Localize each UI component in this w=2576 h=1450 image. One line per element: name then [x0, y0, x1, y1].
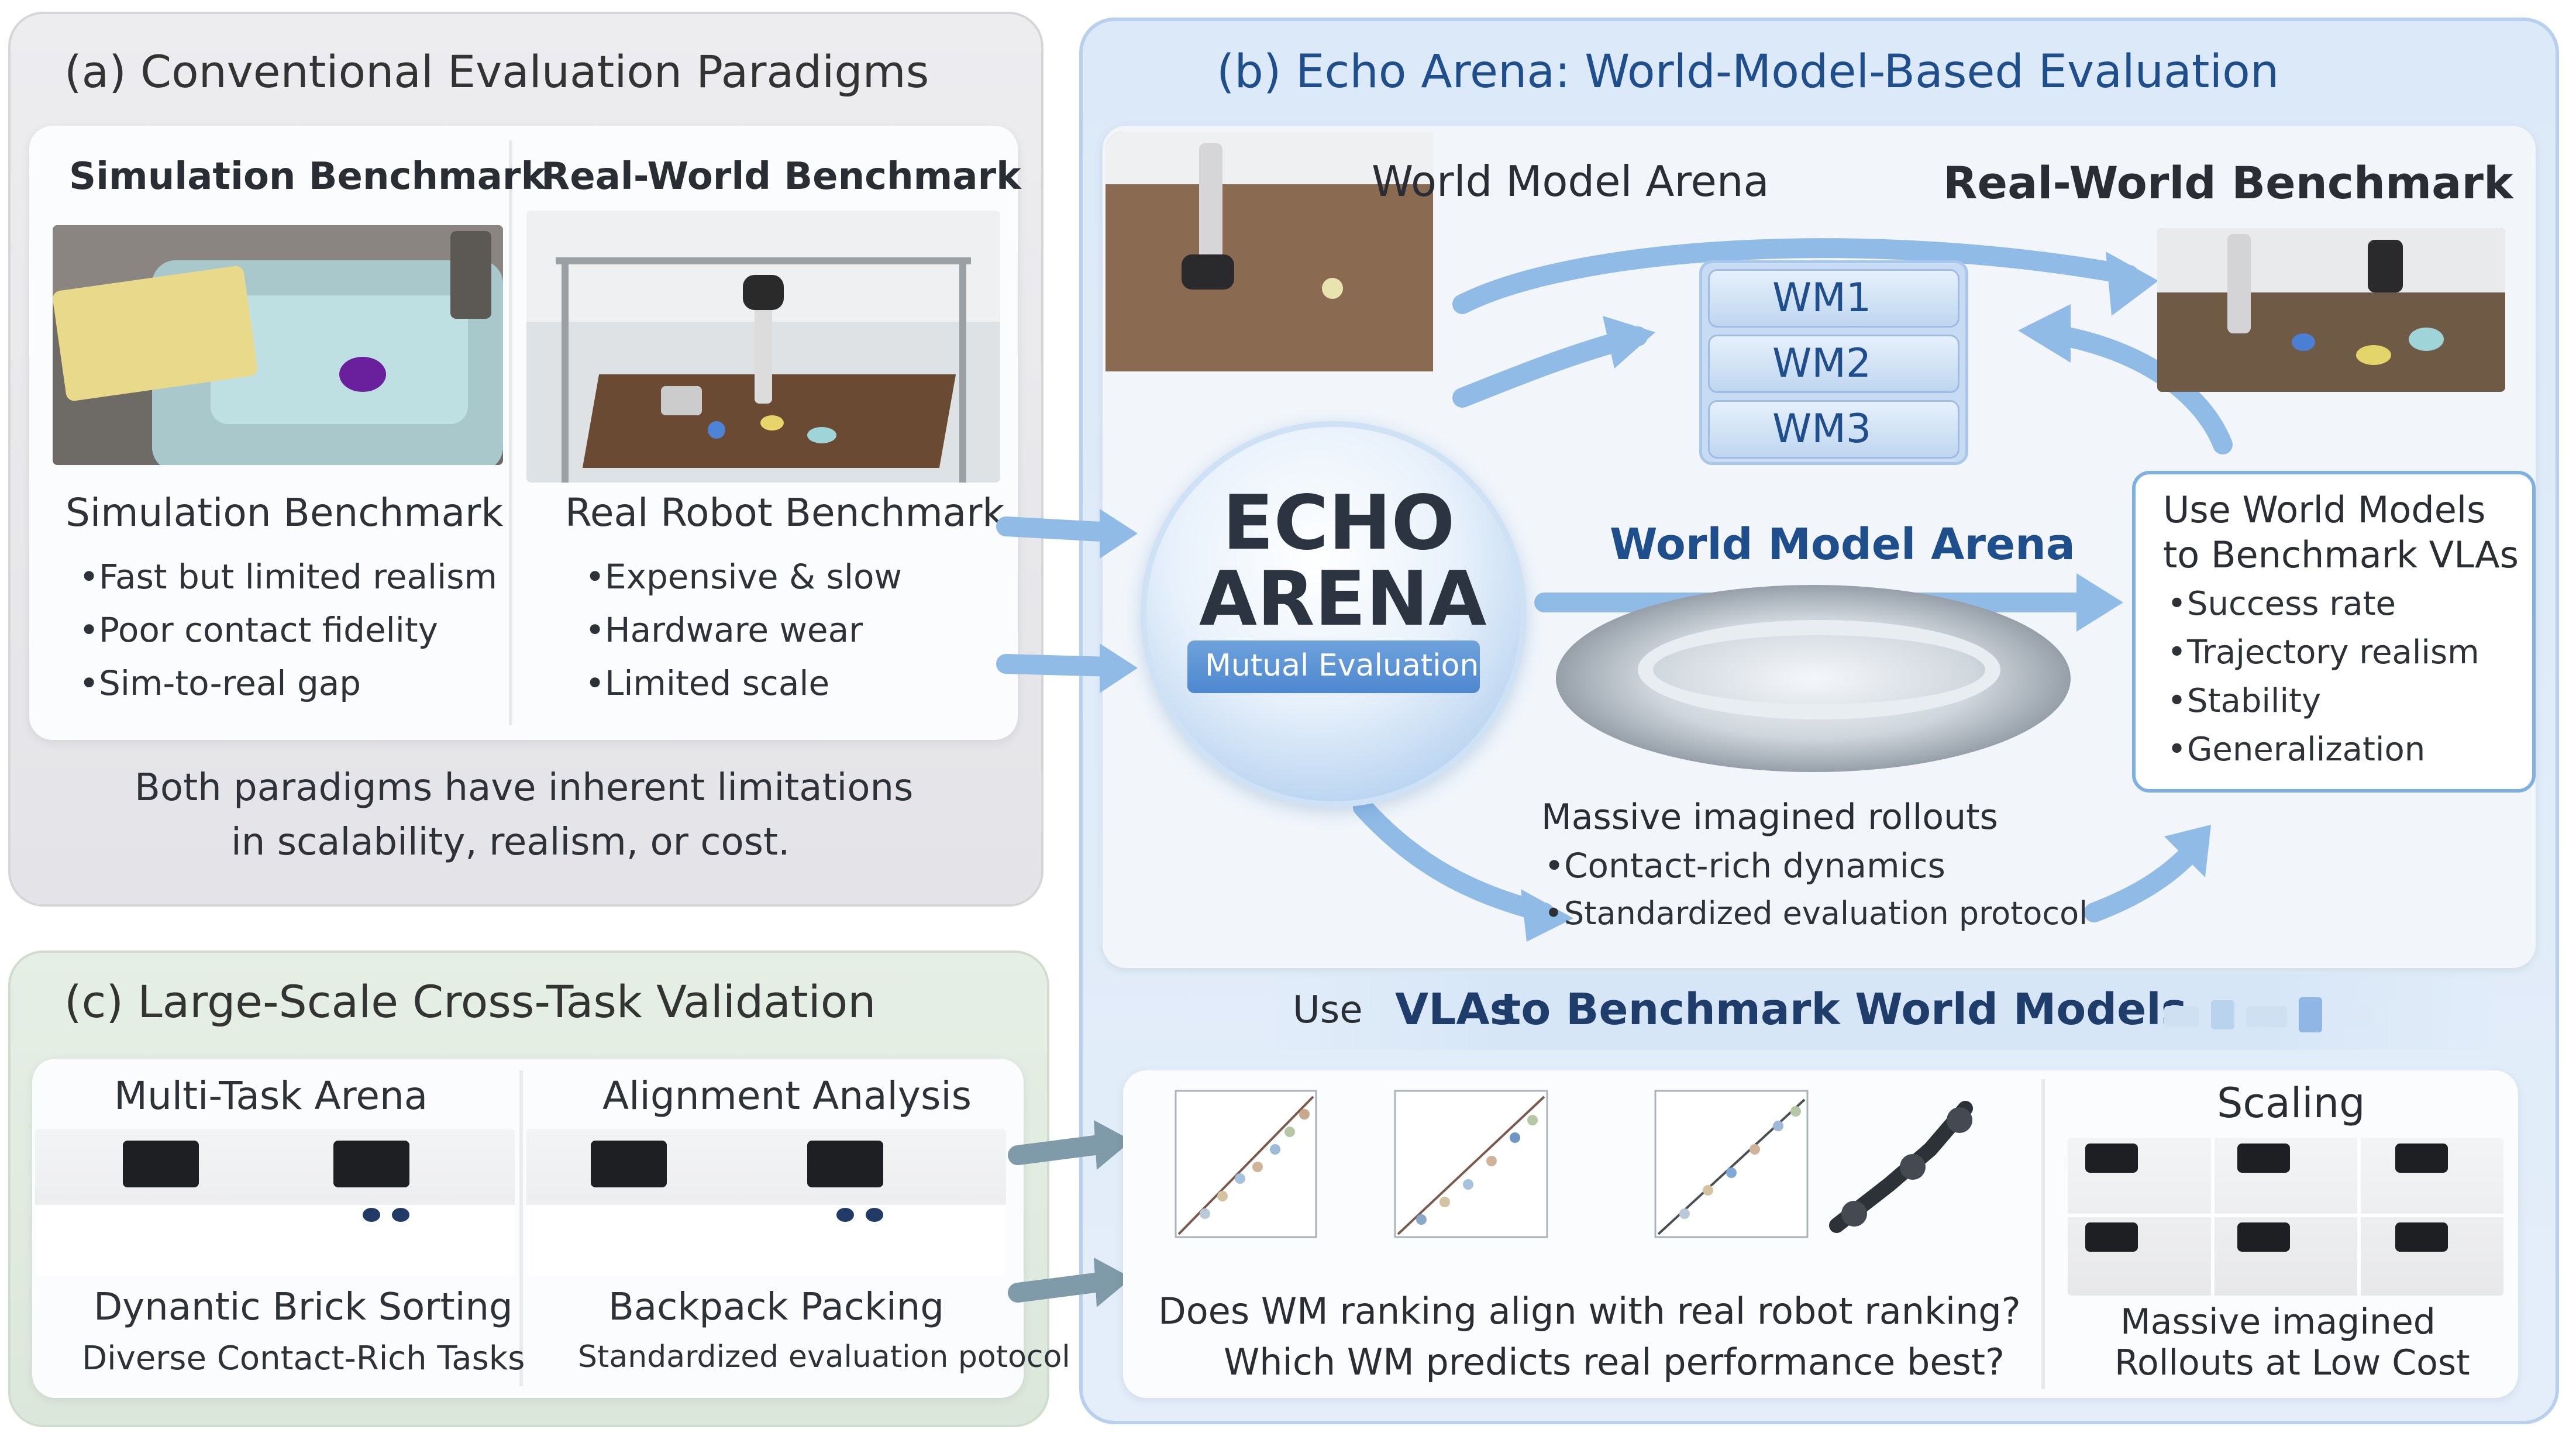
- scaling-grid: [2068, 1138, 2503, 1296]
- echo-title-line2: ARENA: [1199, 556, 1487, 643]
- wm-label: WM3: [1772, 406, 1872, 452]
- wm-box: [1708, 400, 1959, 459]
- world-model-arena-label: World Model Arena: [1372, 157, 1769, 206]
- sim-bullet: •Poor contact fidelity: [79, 610, 438, 650]
- panel-c-divider: [519, 1070, 523, 1386]
- sim-bullet: •Sim-to-real gap: [79, 663, 361, 703]
- panel-b-title: (b) Echo Arena: World-Model-Based Evalua…: [1217, 46, 2279, 98]
- use-vlas-suffix: to Benchmark World Models: [1500, 984, 2187, 1035]
- alignment-plots: [1175, 1090, 1973, 1238]
- scaling-caption-2: Rollouts at Low Cost: [2114, 1342, 2470, 1383]
- sim-header: Simulation Benchmark: [69, 155, 546, 198]
- real-world-image: [526, 211, 1000, 483]
- rollouts-bullet: •Standardized evaluation protocol: [1544, 895, 2088, 932]
- benchmark-bullet: •Success rate: [2167, 585, 2396, 623]
- alignment-label: Alignment Analysis: [602, 1073, 972, 1118]
- task1-label: Dynantic Brick Sorting: [94, 1286, 513, 1329]
- panel-a-summary-line1: Both paradigms have inherent limitations: [135, 766, 914, 810]
- rollouts-title: Massive imagined rollouts: [1541, 797, 1998, 838]
- real-world-benchmark-label: Real-World Benchmark: [1943, 157, 2513, 209]
- scatter-plot-3: [1654, 1090, 1809, 1238]
- real-world-benchmark-image: [2157, 228, 2505, 392]
- echo-arena-circle: [1141, 421, 1527, 807]
- question-2: Which WM predicts real performance best?: [1224, 1341, 2005, 1383]
- task1-sub: Diverse Contact-Rich Tasks: [82, 1339, 525, 1377]
- real-bullet: •Expensive & slow: [585, 557, 902, 597]
- echo-sub-label: Mutual Evaluation: [1205, 648, 1479, 683]
- wm-label: WM1: [1772, 275, 1872, 321]
- sim-caption: Simulation Benchmark: [66, 490, 504, 535]
- simulation-image: [53, 225, 503, 465]
- robot-scene-multi-task: [35, 1129, 515, 1275]
- panel-a-title: (a) Conventional Evaluation Paradigms: [64, 46, 929, 98]
- echo-sub-band: [1187, 640, 1480, 693]
- lower-divider: [2041, 1079, 2045, 1389]
- real-header: Real-World Benchmark: [541, 155, 1021, 198]
- scaling-title: Scaling: [2217, 1079, 2365, 1127]
- use-vlas-prefix: Use: [1293, 989, 1363, 1032]
- benchmark-box-title2: to Benchmark VLAs: [2163, 533, 2519, 576]
- robot-scene-alignment: [526, 1129, 1006, 1275]
- wm-box: [1708, 335, 1959, 393]
- world-model-arena-center-label: World Model Arena: [1610, 519, 2075, 570]
- benchmark-vlas-box: [2132, 471, 2536, 793]
- panel-a-divider: [509, 140, 512, 725]
- real-bullet: •Limited scale: [585, 663, 830, 703]
- use-vlas-band: [1269, 974, 2498, 1050]
- benchmark-bullet: •Stability: [2167, 682, 2322, 720]
- multi-task-label: Multi-Task Arena: [114, 1073, 428, 1118]
- panel-a-summary-line2: in scalability, realism, or cost.: [231, 821, 790, 864]
- wm-box: [1708, 269, 1959, 328]
- scaling-caption-1: Massive imagined: [2120, 1301, 2436, 1342]
- wm-label: WM2: [1772, 340, 1872, 387]
- sim-bullet: •Fast but limited realism: [79, 557, 497, 597]
- real-bullet: •Hardware wear: [585, 610, 863, 650]
- echo-title-line1: ECHO: [1222, 480, 1455, 567]
- arena-ring: [1638, 620, 2000, 719]
- vla-mini-icons: [2164, 994, 2398, 1035]
- scatter-plot-2: [1394, 1090, 1548, 1238]
- task2-sub: Standardized evaluation potocol: [578, 1339, 1070, 1375]
- benchmark-box-title1: Use World Models: [2163, 488, 2486, 531]
- use-vlas-highlight: VLAs: [1395, 984, 1516, 1035]
- robot-trajectory-image: [1829, 1101, 1973, 1233]
- question-1: Does WM ranking align with real robot ra…: [1158, 1290, 2021, 1332]
- rollouts-bullet: •Contact-rich dynamics: [1544, 846, 1945, 886]
- benchmark-bullet: •Trajectory realism: [2167, 633, 2479, 671]
- scatter-plot-1: [1175, 1090, 1317, 1238]
- real-caption: Real Robot Benchmark: [565, 490, 1005, 535]
- world-model-arena-image: [1106, 132, 1433, 371]
- benchmark-bullet: •Generalization: [2167, 731, 2426, 769]
- panel-c-title: (c) Large-Scale Cross-Task Validation: [64, 976, 876, 1028]
- task2-label: Backpack Packing: [608, 1286, 944, 1329]
